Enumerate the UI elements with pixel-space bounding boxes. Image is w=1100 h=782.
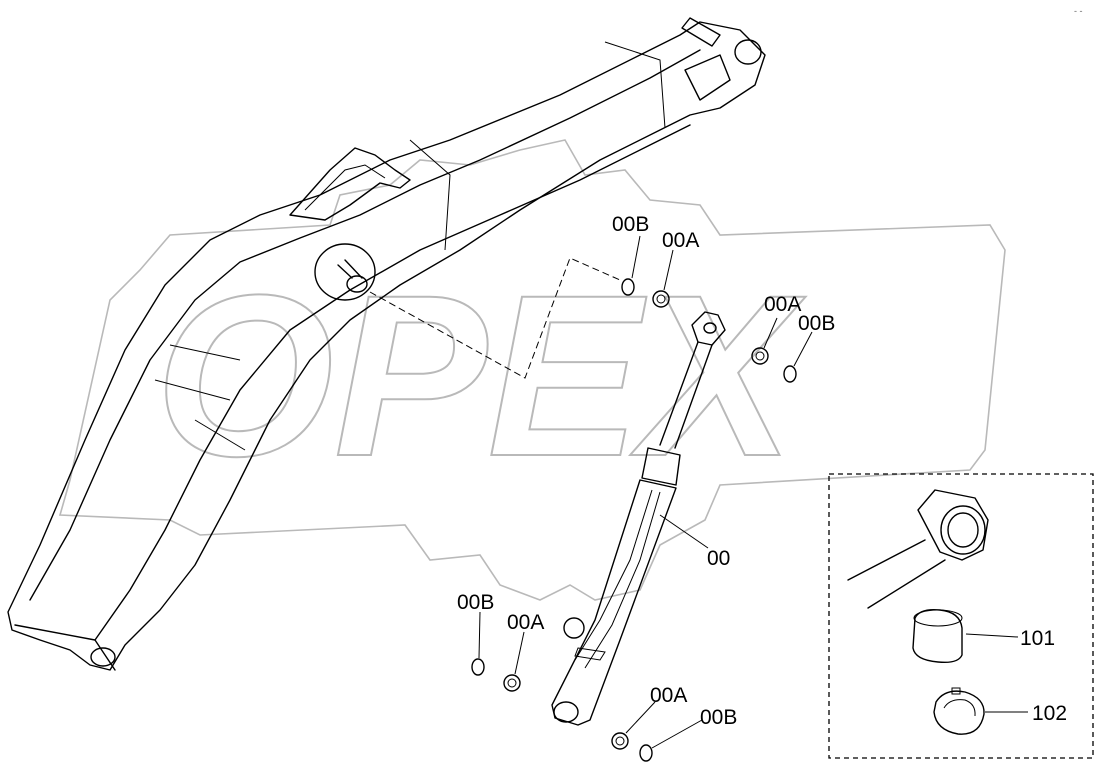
rod-eye-bore xyxy=(703,322,717,334)
pin-centerline xyxy=(369,257,621,379)
seal-00b-lower-right xyxy=(639,744,653,762)
small-parts xyxy=(471,278,797,762)
cylinder-clamp xyxy=(574,647,606,661)
bushing-00a-right xyxy=(751,347,769,365)
boom-seam-3 xyxy=(194,419,246,451)
bushing-101 xyxy=(912,608,963,664)
boom-top-edge xyxy=(29,49,701,601)
leader-c2 xyxy=(663,249,674,291)
detail-housing-bore-inner xyxy=(947,512,979,548)
bushing-00a-lower-right xyxy=(611,732,629,750)
bracket-inner xyxy=(304,164,386,211)
boom-seam-5 xyxy=(604,41,666,129)
boom-foot-pin xyxy=(90,647,116,667)
callout-00a-right: 00A xyxy=(764,293,801,316)
boom-mount-pin-shaft xyxy=(337,259,363,279)
cylinder-port-fitting xyxy=(563,617,585,639)
leader-c9 xyxy=(651,719,703,749)
hydraulic-cylinder xyxy=(551,311,726,726)
opex-watermark: OPEX xyxy=(58,139,1006,601)
cylinder-bracket xyxy=(289,147,411,221)
cylinder-hose xyxy=(574,489,661,669)
seal-00b-bottom xyxy=(471,658,485,676)
callout-00b-top: 00B xyxy=(612,213,649,236)
leader-c6 xyxy=(478,611,481,659)
callout-00b-right: 00B xyxy=(798,312,835,335)
callout-00a-bottom: 00A xyxy=(507,611,544,634)
leader-c10 xyxy=(965,633,1019,638)
callout-00b-bottom: 00B xyxy=(457,591,494,614)
bushing-00a-right-inner xyxy=(755,351,765,361)
callout-102: 102 xyxy=(1032,702,1067,725)
cylinder-gland xyxy=(641,447,681,486)
callout-00a-top: 00A xyxy=(662,229,699,252)
bushing-00a-bottom-inner xyxy=(507,678,517,688)
boom-inner-edge xyxy=(94,124,691,641)
leader-lines xyxy=(478,235,1028,749)
ring-102-notch xyxy=(951,687,961,695)
boom-top-pin xyxy=(734,39,762,65)
boom-top-rod xyxy=(681,17,721,47)
bushing-00a-bottom xyxy=(503,674,521,692)
detail-housing-bore-outer xyxy=(940,505,986,555)
leader-c7 xyxy=(514,631,525,675)
leader-c8 xyxy=(625,701,656,734)
boom-assembly xyxy=(7,17,766,671)
watermark-text: OPEX xyxy=(155,247,806,504)
detail-view xyxy=(828,473,1094,759)
seal-00b-top xyxy=(621,278,635,296)
callout-00-cylinder: 00 xyxy=(707,547,730,570)
leader-c5 xyxy=(659,514,709,549)
boom-mount-pin xyxy=(346,275,368,293)
leader-c1 xyxy=(631,235,641,279)
ring-102 xyxy=(933,690,985,735)
boom-seam-1 xyxy=(169,344,241,361)
cylinder-head-pin xyxy=(553,701,579,723)
detail-arm xyxy=(847,539,946,609)
boom-outline xyxy=(7,21,766,671)
boom-seam-2 xyxy=(154,379,231,401)
bushing-00a-top-inner xyxy=(656,294,666,304)
leader-c4 xyxy=(793,331,813,367)
boom-mount-boss xyxy=(314,243,376,301)
corner-mark: - - xyxy=(1074,6,1083,16)
boom-foot-plate xyxy=(14,624,116,671)
bushing-00a-lower-right-inner xyxy=(615,736,625,746)
seal-00b-right xyxy=(783,365,797,383)
leader-c3 xyxy=(763,317,778,349)
cylinder-rod xyxy=(659,341,713,449)
bushing-00a-top xyxy=(652,290,670,308)
callout-00b-lower-right: 00B xyxy=(700,706,737,729)
boom-seam-4 xyxy=(409,139,451,251)
detail-box xyxy=(828,473,1094,759)
boom-top-lug xyxy=(684,54,731,101)
callout-00a-lower-right: 00A xyxy=(650,684,687,707)
ring-102-inner xyxy=(943,699,976,717)
detail-housing xyxy=(917,489,989,561)
callout-101: 101 xyxy=(1020,627,1055,650)
bushing-101-top xyxy=(913,609,963,627)
callout-labels: 00B 00A 00A 00B 00 00B 00A 00A 00B 101 1… xyxy=(457,213,1067,729)
watermark-gear xyxy=(58,139,1006,601)
